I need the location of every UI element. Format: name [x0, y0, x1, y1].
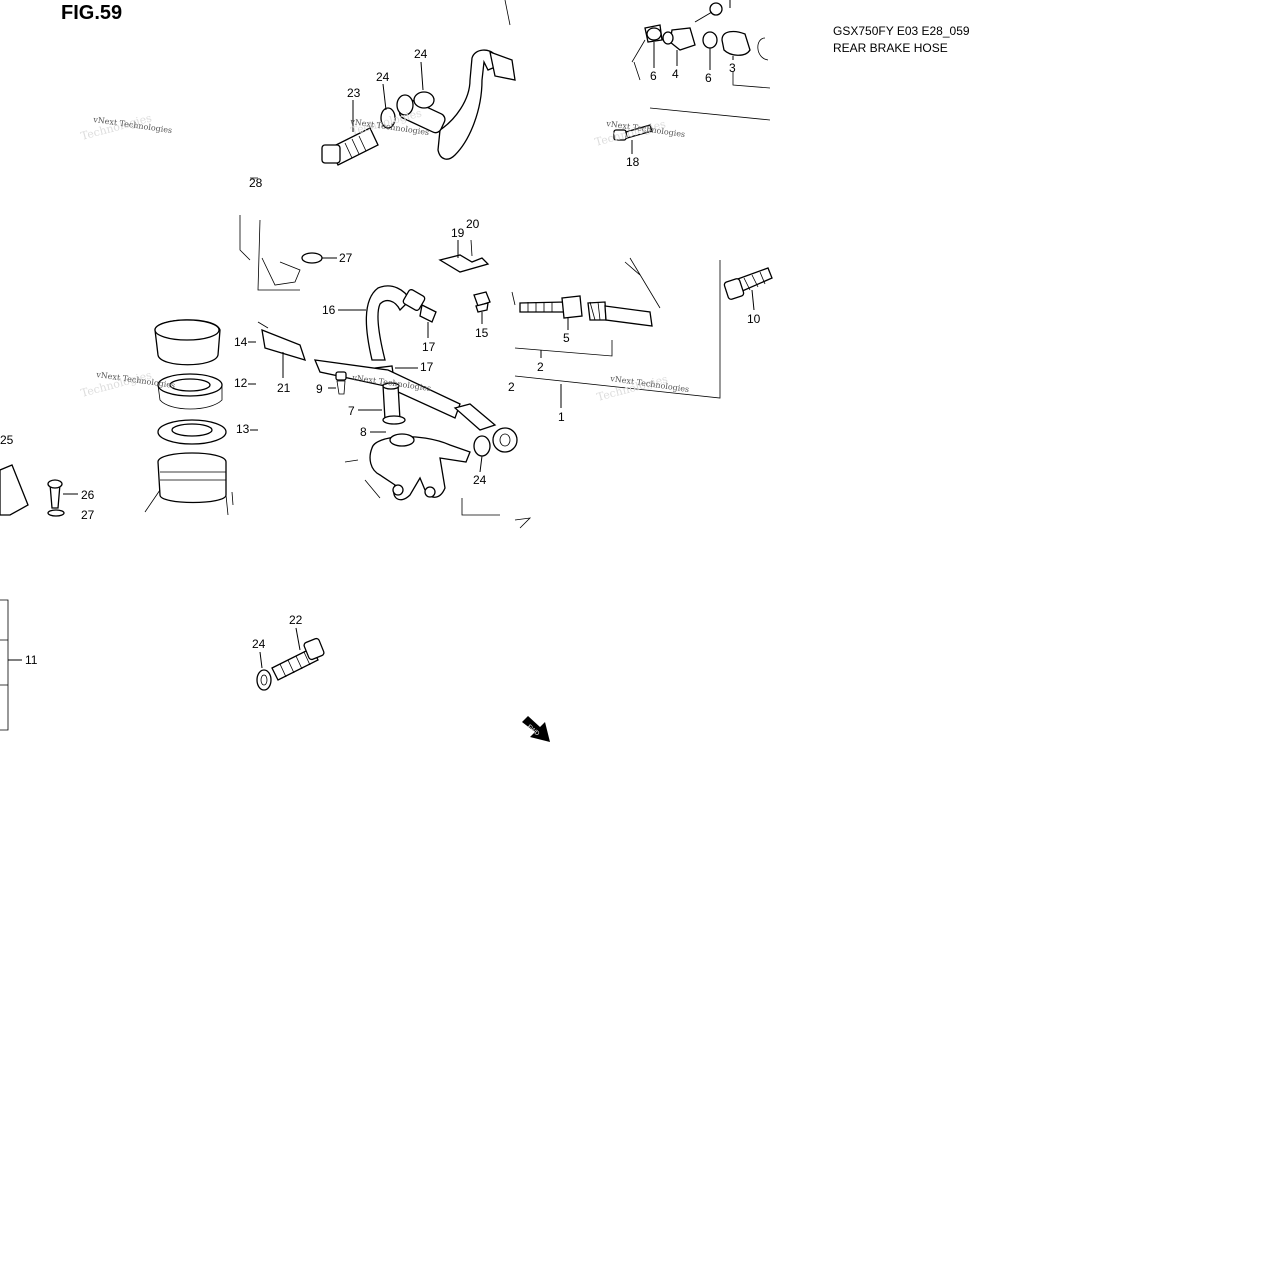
- callout-9: 9: [316, 382, 323, 396]
- callout-1: 1: [558, 410, 565, 424]
- callout-16: 16: [322, 303, 336, 317]
- callout-27: 27: [81, 508, 95, 522]
- callout-12: 12: [234, 376, 248, 390]
- callout-19: 19: [451, 226, 465, 240]
- callout-23: 23: [347, 86, 361, 100]
- callout-6: 6: [705, 71, 712, 85]
- bracket-11: [0, 599, 9, 731]
- rear-master-cylinder-assembly: [0, 177, 773, 529]
- union-bolt-22: [256, 637, 325, 691]
- callout-26: 26: [81, 488, 95, 502]
- callout-17: 17: [422, 340, 436, 354]
- callout-11: 11: [25, 653, 38, 667]
- callout-24: 24: [414, 47, 428, 61]
- fwd-arrow-icon: FWD: [522, 716, 550, 742]
- callout-2: 2: [508, 380, 515, 394]
- callout-8: 8: [360, 425, 367, 439]
- upper-right-clamp-group: [613, 2, 771, 141]
- callout-24: 24: [376, 70, 390, 84]
- callout-6: 6: [650, 69, 657, 83]
- callout-20: 20: [466, 217, 480, 231]
- upper-hose-assembly: [321, 0, 516, 166]
- callout-25: 25: [0, 433, 14, 447]
- callout-17: 17: [420, 360, 434, 374]
- model-code: GSX750FY E03 E28_059: [833, 24, 970, 38]
- callout-18: 18: [626, 155, 640, 169]
- callout-7: 7: [348, 404, 355, 418]
- callout-14: 14: [234, 335, 248, 349]
- callout-22: 22: [289, 613, 303, 627]
- callout-21: 21: [277, 381, 291, 395]
- callout-13: 13: [236, 422, 250, 436]
- diagram-name: REAR BRAKE HOSE: [833, 41, 948, 55]
- callout-3: 3: [729, 61, 736, 75]
- callout-27: 27: [339, 251, 353, 265]
- callout-24: 24: [252, 637, 266, 651]
- callout-24: 24: [473, 473, 487, 487]
- figure-title: FIG.59: [61, 2, 123, 24]
- callout-4: 4: [672, 67, 679, 81]
- callout-15: 15: [475, 326, 489, 340]
- callout-28: 28: [249, 176, 263, 190]
- callout-10: 10: [747, 312, 761, 326]
- callout-2: 2: [537, 360, 544, 374]
- callout-5: 5: [563, 331, 570, 345]
